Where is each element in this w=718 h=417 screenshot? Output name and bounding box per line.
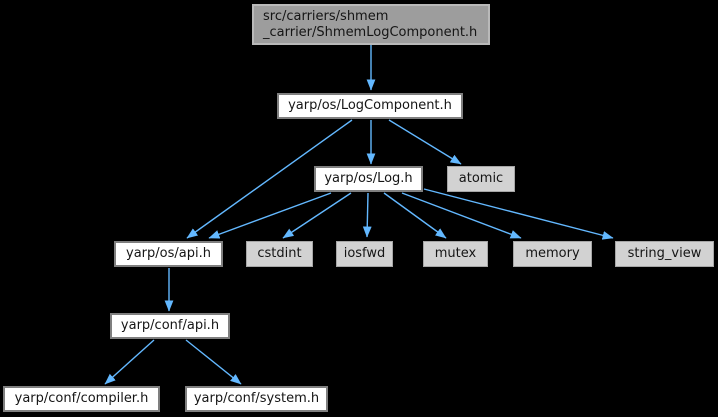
node-shmem-log-component: src/carriers/shmem _carrier/ShmemLogComp… [252, 4, 490, 45]
edge-confapi-to-compiler [104, 339, 155, 385]
node-os-api[interactable]: yarp/os/api.h [114, 241, 223, 267]
node-conf-system[interactable]: yarp/conf/system.h [185, 386, 328, 412]
node-cstdint: cstdint [246, 241, 313, 267]
node-atomic: atomic [447, 166, 515, 192]
node-log-component[interactable]: yarp/os/LogComponent.h [277, 93, 463, 119]
edge-logcomponent-to-atomic [388, 119, 462, 165]
node-iosfwd: iosfwd [336, 241, 393, 267]
node-log[interactable]: yarp/os/Log.h [314, 166, 423, 192]
node-conf-compiler[interactable]: yarp/conf/compiler.h [3, 386, 160, 412]
node-conf-api[interactable]: yarp/conf/api.h [110, 313, 230, 339]
edge-log-to-mutex [383, 192, 447, 239]
edge-log-to-memory [401, 192, 522, 239]
edge-log-to-cstdint [282, 192, 352, 239]
node-string-view: string_view [615, 241, 714, 267]
edge-log-to-stringview [423, 188, 614, 240]
node-mutex: mutex [423, 241, 488, 267]
edge-log-to-iosfwd [362, 192, 372, 238]
edge-logcomponent-to-osapi [186, 119, 353, 239]
edge-log-to-osapi [208, 192, 332, 239]
node-memory: memory [513, 241, 592, 267]
edge-confapi-to-system [185, 339, 242, 385]
